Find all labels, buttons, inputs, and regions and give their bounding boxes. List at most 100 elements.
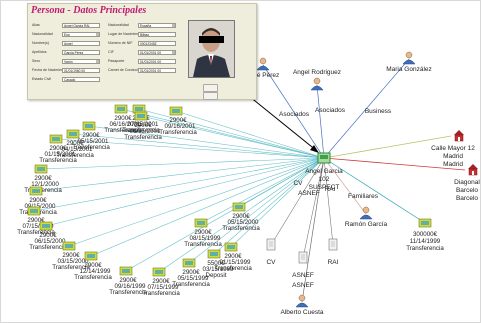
record-node[interactable]: CV	[266, 238, 276, 266]
form-field-input[interactable]: Varón	[62, 58, 100, 64]
center-node[interactable]: Angel Garcia 102 SUSPECT	[305, 152, 343, 191]
person-edge	[323, 157, 367, 215]
record-name: ASNEF	[292, 282, 314, 289]
record-node[interactable]: ASNEF	[292, 251, 314, 279]
form-field-input[interactable]: 01/01/1960 00	[62, 67, 100, 73]
transfer-type: Transferencia	[159, 129, 197, 136]
person-photo-image	[189, 21, 234, 77]
transfer-amount: 5500€	[207, 260, 225, 267]
transfer-edge	[140, 115, 325, 159]
form-field-input[interactable]: 01/01/2001 00	[138, 58, 176, 64]
transfer-amount: 2900€	[49, 145, 67, 152]
money-bill-band	[32, 189, 40, 193]
person-body	[359, 214, 373, 220]
form-field-input[interactable]: 01/01/2001 00	[138, 49, 176, 55]
person-name: Ramón García	[345, 221, 388, 228]
transfer-date: 11/14/1999	[410, 238, 441, 245]
record-node[interactable]: ASNEF	[292, 282, 314, 289]
form-field-input[interactable]: Angel	[62, 40, 100, 46]
form-field-input[interactable]: Esp	[62, 31, 100, 37]
form-row: Apellidos Garcia Pérez	[32, 49, 100, 55]
money-bill-band	[172, 109, 180, 113]
transfer-amount: 2900€	[194, 229, 212, 236]
form-row: Sexo Varón	[32, 58, 100, 64]
money-bill-band	[210, 252, 218, 256]
money-bill-band	[52, 137, 60, 141]
person-edge	[301, 157, 325, 303]
person-head	[298, 294, 306, 302]
form-ok-button[interactable]	[203, 84, 218, 92]
place-line2: Madrid	[443, 153, 463, 160]
form-field-label: Sexo	[32, 59, 41, 63]
relation-label: CV	[293, 180, 303, 187]
person-node[interactable]: Alberto Cuesta	[281, 294, 324, 316]
transfer-date: 01/15/1999	[220, 259, 252, 266]
record-node[interactable]: RAI	[328, 238, 339, 266]
person-node[interactable]: Angel Rodriguez	[293, 69, 341, 91]
form-field-input[interactable]: Garcia Pérez	[62, 49, 100, 55]
transfer-edge	[175, 110, 325, 159]
transfer-edge	[188, 157, 325, 264]
form-cancel-button[interactable]	[203, 92, 218, 100]
transfer-type: Transferencia	[52, 264, 90, 271]
transfer-date: 05/15/2000	[228, 219, 260, 226]
transfer-date: 01/15/2001	[45, 151, 77, 158]
transfer-edge	[158, 157, 325, 273]
relation-label: Familiares	[348, 193, 379, 200]
form-field-input[interactable]: 00012345Z	[138, 40, 176, 46]
transfer-date: 03/15/1999	[203, 266, 235, 273]
transfer-date: 06/15/2000	[35, 238, 67, 245]
transfer-amount: 300000€	[413, 231, 438, 238]
transfer-amount: 2900€	[39, 232, 57, 239]
money-bill-band	[65, 244, 73, 248]
transfer-edge	[213, 157, 325, 255]
transfer-edge	[138, 108, 325, 159]
form-row: Nacionalidad Esp	[32, 31, 100, 37]
place-line2: Barcelo	[456, 187, 478, 194]
form-field-label: Nacionalidad	[32, 32, 53, 36]
transfer-amount: 2900€	[119, 277, 137, 284]
person-node[interactable]: José Pérez	[247, 57, 280, 79]
person-node[interactable]: Maria González	[386, 51, 432, 73]
photo-pointer-arrowhead	[310, 145, 319, 153]
money-bill-band	[122, 269, 130, 273]
transfer-edge	[230, 157, 325, 248]
form-field-input[interactable]: Angel Garcia RAI	[62, 22, 100, 28]
place-line1: Calle Mayor 12	[431, 145, 475, 152]
form-field-input[interactable]: 01/01/2001 00	[138, 67, 176, 73]
person-edge	[262, 64, 325, 159]
transfer-type: Transferencia	[24, 187, 62, 194]
person-node[interactable]: Ramón García	[345, 206, 388, 228]
form-field-input[interactable]: España	[138, 22, 176, 28]
form-field-input[interactable]: Casado	[62, 76, 100, 82]
form-field-label: Apellidos	[32, 50, 47, 54]
form-field-input[interactable]: Bilbao	[138, 31, 176, 37]
money-bill-band	[421, 221, 429, 225]
form-row: Fecha de Nacimiento01/01/1960 00	[32, 67, 100, 73]
transfer-date: 12/14/1999	[80, 268, 112, 275]
person-name: Angel Rodriguez	[293, 69, 341, 76]
